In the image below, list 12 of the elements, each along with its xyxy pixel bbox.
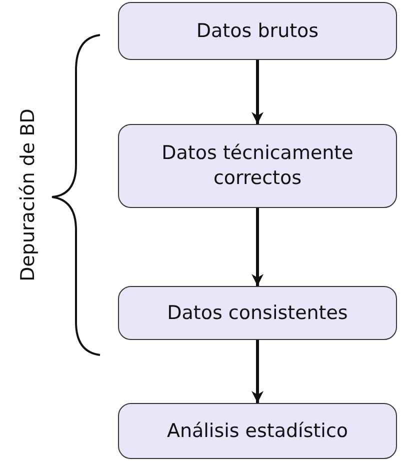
process-box	[118, 124, 397, 208]
process-box	[118, 2, 397, 60]
process-box	[118, 286, 397, 340]
arrow	[252, 340, 264, 403]
box-label: Datos consistentes	[167, 300, 348, 326]
box-label: Datos brutos	[196, 18, 319, 44]
box-label: Datos técnicamente correctos	[160, 141, 354, 191]
arrow	[252, 60, 264, 124]
box-label: Análisis estadístico	[166, 418, 348, 444]
bracket-label: Depuración de BD	[17, 108, 39, 282]
process-box	[118, 403, 397, 459]
arrow	[252, 208, 264, 286]
